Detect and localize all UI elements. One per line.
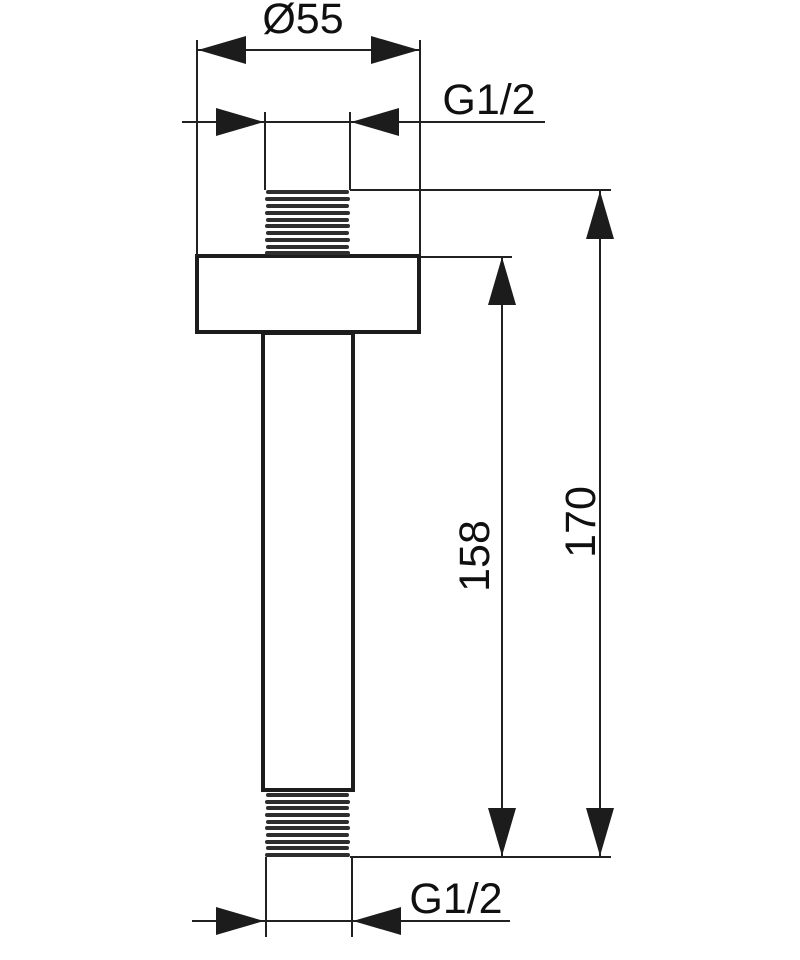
arrowhead-left-icon (353, 907, 401, 935)
arrowhead-right-icon (371, 36, 419, 64)
dim-label-bottom-thread: G1/2 (409, 875, 502, 923)
dim-arm-length: 158 (420, 256, 516, 856)
dim-label-arm-length: 158 (451, 520, 499, 592)
dim-label-flange-diameter: Ø55 (262, 0, 343, 43)
shower-arm-part (195, 190, 421, 857)
arrowhead-left-icon (198, 36, 246, 64)
dim-flange-diameter: Ø55 (196, 0, 421, 256)
arrowhead-down-icon (488, 808, 516, 856)
arrowhead-right-icon (216, 108, 264, 136)
dim-top-thread: G1/2 (182, 76, 545, 190)
dim-total-length: 170 (350, 189, 614, 856)
arrowhead-up-icon (586, 191, 614, 239)
dim-label-total-length: 170 (557, 486, 605, 558)
arrowhead-down-icon (586, 808, 614, 856)
arrowhead-up-icon (488, 257, 516, 305)
bottom-thread (265, 793, 350, 857)
dim-label-top-thread: G1/2 (442, 76, 535, 124)
dim-bottom-thread: G1/2 (192, 857, 510, 937)
arrowhead-right-icon (216, 907, 264, 935)
ceiling-flange (195, 254, 421, 334)
pipe-body (261, 331, 355, 792)
arrowhead-left-icon (351, 108, 399, 136)
top-thread (265, 190, 350, 255)
